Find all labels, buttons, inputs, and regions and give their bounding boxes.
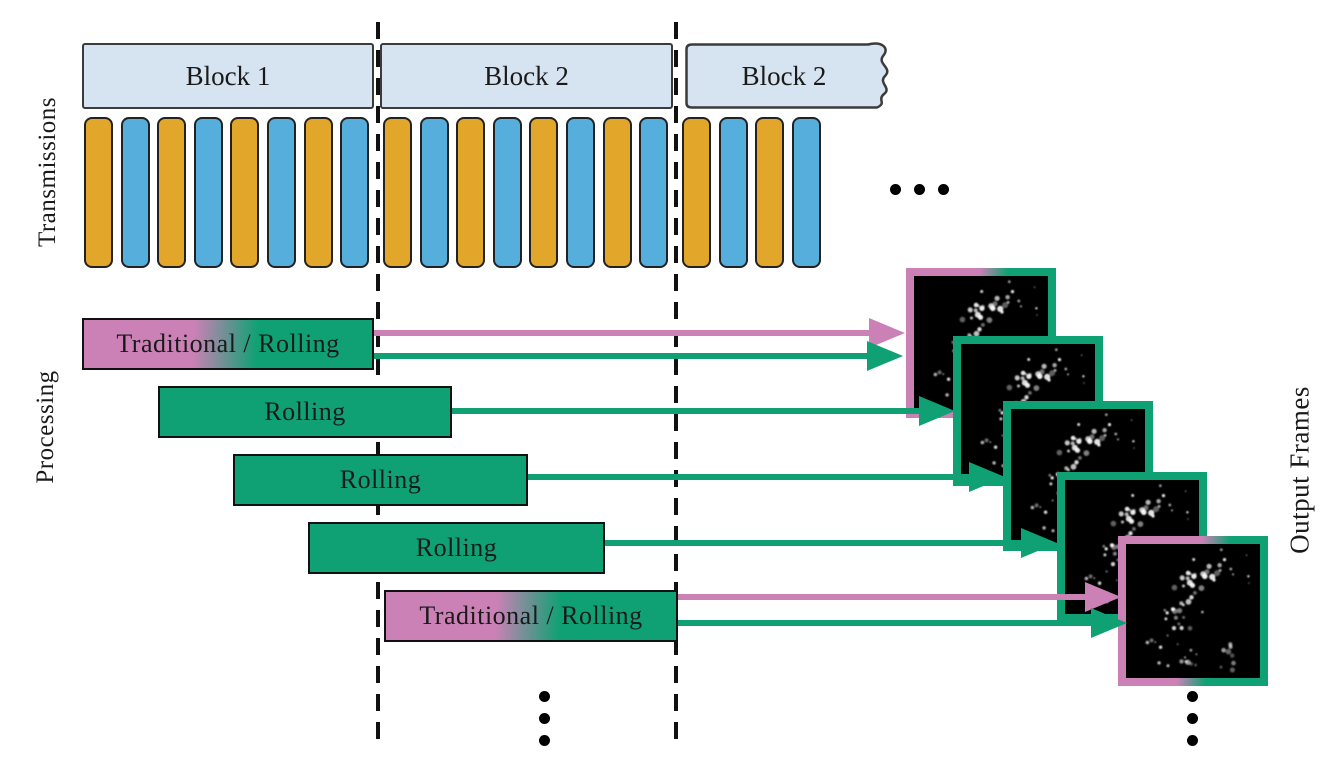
transmission-bar-orange (755, 117, 785, 268)
transmission-bar-orange (303, 117, 333, 268)
processing-bar-traditional-rolling-2: Traditional / Rolling (384, 590, 678, 642)
processing-bar-rolling-3: Rolling (308, 522, 605, 574)
block-separator-dashed-line-1 (376, 22, 380, 744)
rolling-output-arrow-4 (605, 528, 1057, 558)
ultrasound-image (1126, 544, 1260, 678)
transmission-bar-orange (230, 117, 260, 268)
ellipsis-dot (1187, 713, 1198, 724)
processing-bar-label: Rolling (264, 397, 346, 426)
processing-axis-label: Processing (32, 370, 59, 484)
transmission-bar-blue (120, 117, 150, 268)
traditional-output-arrow-2 (678, 582, 1121, 612)
processing-bar-label: Traditional / Rolling (419, 601, 643, 630)
transmission-bar-blue (566, 117, 595, 268)
block-separator-dashed-line-2 (674, 22, 678, 744)
transmission-bar-blue (718, 117, 748, 268)
transmission-bar-blue (791, 117, 821, 268)
arrow-shaft (374, 353, 873, 359)
rolling-output-arrow-3 (528, 462, 1005, 492)
transmission-bar-orange (682, 117, 711, 268)
processing-bar-label: Traditional / Rolling (116, 329, 340, 358)
transmission-bar-blue (419, 117, 449, 268)
rolling-output-arrow-1 (374, 341, 903, 371)
block-1-header: Block 1 (82, 43, 374, 109)
ellipsis-dot (539, 713, 550, 724)
more-processing-ellipsis (539, 691, 550, 746)
processing-bar-rolling-2: Rolling (233, 454, 528, 506)
arrowhead-icon (969, 462, 1005, 492)
arrow-shaft (678, 620, 1097, 626)
arrow-shaft (452, 408, 925, 414)
processing-bar-traditional-rolling-1: Traditional / Rolling (82, 318, 374, 370)
torn-edge-shape (685, 42, 889, 109)
transmission-bar-orange (456, 117, 486, 268)
transmission-bar-blue (639, 117, 669, 268)
arrowhead-icon (1021, 528, 1057, 558)
processing-bar-rolling-1: Rolling (158, 386, 452, 438)
block-2-label: Block 2 (484, 60, 569, 91)
arrowhead-icon (1085, 582, 1121, 612)
transmission-bar-blue (492, 117, 522, 268)
transmission-bar-orange (157, 117, 187, 268)
transmission-bar-blue (193, 117, 223, 268)
arrowhead-icon (1091, 608, 1127, 638)
ellipsis-dot (1187, 691, 1198, 702)
transmission-bar-orange (602, 117, 632, 268)
more-frames-ellipsis (1187, 691, 1198, 746)
ellipsis-dot (890, 184, 901, 195)
transmission-bar-orange (383, 117, 412, 268)
block-3-label: Block 2 (741, 60, 827, 91)
transmissions-axis-label: Transmissions (34, 96, 61, 248)
rolling-output-arrow-5 (678, 608, 1127, 638)
ellipsis-dot (1187, 735, 1198, 746)
arrow-shaft (678, 594, 1091, 600)
ellipsis-dot (539, 735, 550, 746)
block-2-header: Block 2 (380, 43, 673, 109)
rolling-output-arrow-2 (452, 396, 955, 426)
ellipsis-dot (914, 184, 925, 195)
processing-bar-label: Rolling (339, 465, 422, 494)
ellipsis-dot (938, 184, 949, 195)
block-3-header-torn (684, 42, 892, 110)
more-blocks-ellipsis (890, 184, 949, 195)
transmission-bar-blue (267, 117, 296, 268)
arrow-shaft (374, 330, 875, 336)
transmission-bar-blue (340, 117, 370, 268)
arrow-shaft (528, 474, 975, 480)
arrowhead-icon (919, 396, 955, 426)
transmission-bar-orange (529, 117, 559, 268)
transmission-bar-orange (84, 117, 113, 268)
processing-bar-label: Rolling (415, 533, 498, 562)
arrowhead-icon (867, 341, 903, 371)
block-1-label: Block 1 (185, 60, 271, 91)
arrow-shaft (605, 540, 1027, 546)
ellipsis-dot (539, 691, 550, 702)
output-frames-axis-label: Output Frames (1284, 386, 1315, 554)
output-frame-5 (1118, 536, 1268, 686)
